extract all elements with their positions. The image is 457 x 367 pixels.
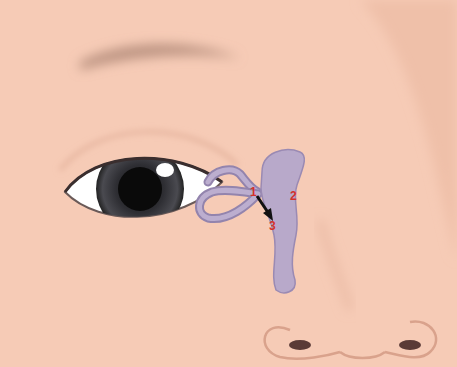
callout-number: 3 [269,220,276,232]
nostril [399,340,421,350]
eyebrow [80,44,240,70]
eye [65,145,222,233]
cheek-shadow [360,0,457,260]
nose [265,321,436,358]
callout-number: 1 [250,186,257,198]
nose-bridge-shadow [320,220,350,310]
lacrimal-sac-duct [261,150,304,293]
nostril [289,340,311,350]
lacrimal-canaliculi [199,170,258,219]
callout-number: 2 [290,190,297,202]
